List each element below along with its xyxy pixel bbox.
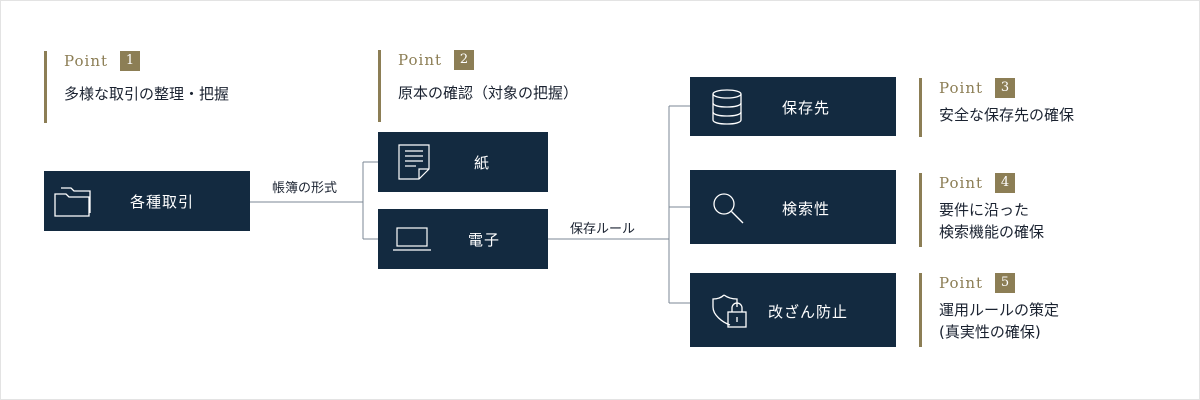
database-icon xyxy=(712,89,742,125)
paper-label: 紙 xyxy=(474,154,491,172)
tamper-box: 改ざん防止 xyxy=(690,273,896,347)
shield-lock-icon xyxy=(712,294,747,328)
point-2: Point 2 原本の確認（対象の把握） xyxy=(378,50,578,122)
laptop-icon xyxy=(393,227,431,251)
point-word: Point xyxy=(939,174,984,192)
point-4: Point 4 要件に沿った 検索機能の確保 xyxy=(919,173,1044,247)
point-5-text: 運用ルールの策定 (真実性の確保) xyxy=(939,301,1060,341)
document-icon xyxy=(398,144,430,180)
point-word: Point xyxy=(398,51,443,69)
paper-box: 紙 xyxy=(378,132,548,192)
point-3: Point 3 安全な保存先の確保 xyxy=(919,78,1074,137)
point-word: Point xyxy=(939,274,984,292)
point-word: Point xyxy=(64,52,109,70)
point-1-header: Point 1 xyxy=(64,51,229,71)
point-1-text: 多様な取引の整理・把握 xyxy=(64,85,230,103)
transactions-label: 各種取引 xyxy=(130,193,195,211)
point-3-text: 安全な保存先の確保 xyxy=(939,106,1075,124)
point-number-badge: 3 xyxy=(995,78,1016,98)
point-4-text: 要件に沿った 検索機能の確保 xyxy=(939,201,1045,241)
point-5: Point 5 運用ルールの策定 (真実性の確保) xyxy=(919,273,1059,347)
folders-icon xyxy=(54,187,91,217)
point-5-header: Point 5 xyxy=(939,273,1059,293)
electronic-box: 電子 xyxy=(378,209,548,269)
search-label: 検索性 xyxy=(782,200,831,218)
point-4-header: Point 4 xyxy=(939,173,1044,193)
tamper-label: 改ざん防止 xyxy=(768,303,849,321)
point-2-header: Point 2 xyxy=(398,50,578,70)
edge-label-ledger-format: 帳簿の形式 xyxy=(270,177,340,196)
storage-box: 保存先 xyxy=(690,77,896,136)
storage-label: 保存先 xyxy=(782,99,831,117)
transactions-box: 各種取引 xyxy=(44,171,250,231)
point-number-badge: 5 xyxy=(995,273,1016,293)
point-number-badge: 4 xyxy=(995,173,1016,193)
search-box: 検索性 xyxy=(690,170,896,244)
point-3-header: Point 3 xyxy=(939,78,1074,98)
edge-label-storage-rules: 保存ルール xyxy=(568,218,638,237)
electronic-label: 電子 xyxy=(468,231,501,249)
search-icon xyxy=(713,193,744,224)
point-word: Point xyxy=(939,79,984,97)
point-2-text: 原本の確認（対象の把握） xyxy=(398,84,579,102)
point-1: Point 1 多様な取引の整理・把握 xyxy=(44,51,229,123)
point-number-badge: 2 xyxy=(454,50,475,70)
point-number-badge: 1 xyxy=(120,51,141,71)
